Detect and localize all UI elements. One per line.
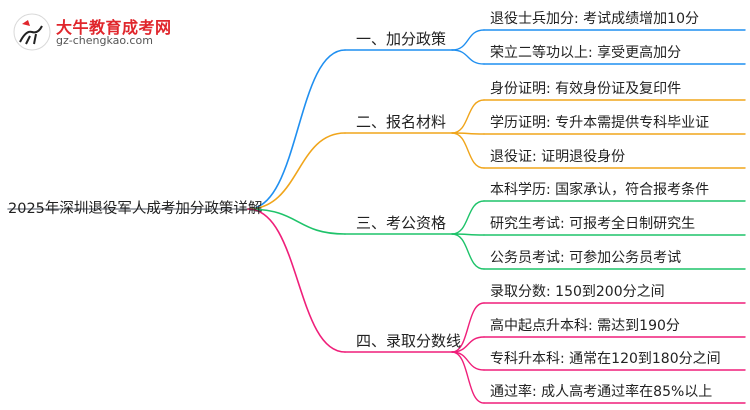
branch-3-item-1: 本科学历: 国家承认，符合报考条件 — [490, 182, 710, 198]
branch-2-item-1-connector — [451, 99, 485, 134]
branch-1-item-2: 荣立二等功以上: 享受更高加分 — [490, 45, 682, 61]
site-logo: 大牛教育成考网 gz-chengkao.com — [12, 12, 171, 52]
site-name: 大牛教育成考网 — [56, 18, 172, 37]
branch-4-item-4-connector — [451, 351, 485, 404]
branch-4-item-3-connector — [451, 351, 485, 371]
branch-1-item-1-connector — [451, 29, 485, 51]
branch-1-item-1: 退役士兵加分: 考试成绩增加10分 — [490, 11, 699, 27]
branch-2-item-1: 身份证明: 有效身份证及复印件 — [490, 81, 682, 97]
branch-4-item-2: 高中起点升本科: 需达到190分 — [490, 318, 680, 334]
branch-3-item-1-connector — [451, 200, 485, 235]
branch-2-label: 二、报名材料 — [356, 113, 447, 131]
branch-4-connector — [247, 208, 346, 353]
branch-3-label: 三、考公资格 — [356, 214, 447, 232]
branch-2-item-2: 学历证明: 专升本需提供专科毕业证 — [490, 115, 710, 131]
branch-3-connector — [247, 208, 346, 235]
branch-4-label: 四、录取分数线 — [356, 332, 462, 350]
branch-1-item-2-connector — [451, 49, 485, 65]
branch-3-item-2: 研究生考试: 可报考全日制研究生 — [490, 216, 696, 232]
branch-1-connector — [247, 49, 346, 210]
branch-1-label: 一、加分政策 — [356, 30, 447, 48]
branch-3-item-3: 公务员考试: 可参加公务员考试 — [490, 250, 682, 266]
branch-2-item-3-connector — [451, 132, 485, 169]
ox-logo-icon — [13, 13, 51, 51]
root-topic: 2025年深圳退役军人成考加分政策详解 — [8, 201, 263, 217]
branch-4-item-3: 专科升本科: 通常在120到180分之间 — [490, 351, 721, 367]
branch-2-connector — [247, 132, 346, 210]
branch-4-item-4: 通过率: 成人高考通过率在85%以上 — [490, 384, 713, 400]
branch-4-item-1: 录取分数: 150到200分之间 — [490, 284, 665, 300]
branch-4-item-2-connector — [451, 336, 485, 353]
branch-3-item-3-connector — [451, 233, 485, 270]
site-url: gz-chengkao.com — [56, 34, 153, 47]
branch-2-item-3: 退役证: 证明退役身份 — [490, 149, 626, 165]
branch-4-item-1-connector — [451, 302, 485, 353]
